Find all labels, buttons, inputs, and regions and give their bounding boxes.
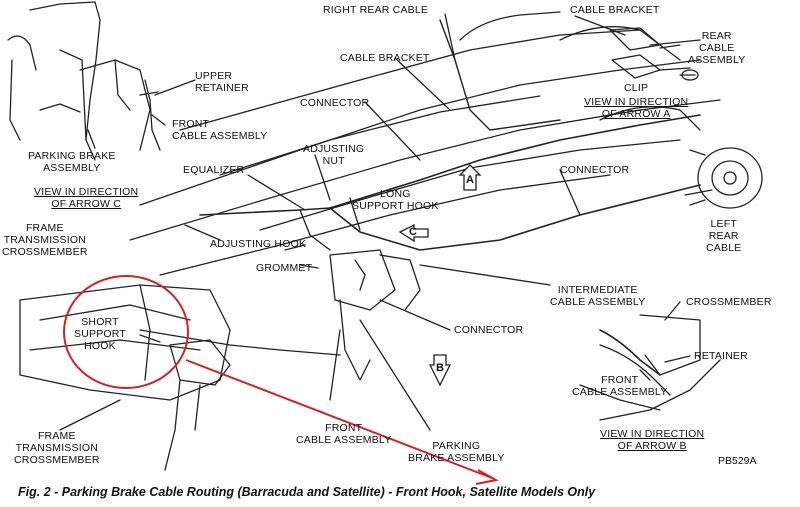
label-connector-top: CONNECTOR bbox=[300, 97, 370, 109]
label-adjusting-nut: ADJUSTING NUT bbox=[303, 143, 365, 167]
figure-code: PB529A bbox=[718, 455, 757, 467]
label-crossmember: CROSSMEMBER bbox=[686, 296, 772, 308]
label-grommet: GROMMET bbox=[256, 262, 313, 274]
label-front-cable-assembly-right: FRONT CABLE ASSEMBLY bbox=[572, 374, 668, 398]
label-intermediate-cable-assembly: INTERMEDIATE CABLE ASSEMBLY bbox=[550, 284, 646, 308]
label-view-arrow-c: VIEW IN DIRECTION OF ARROW C bbox=[34, 186, 139, 210]
arrow-tag-c: C bbox=[409, 226, 417, 238]
label-adjusting-hook: ADJUSTING HOOK bbox=[210, 238, 307, 250]
label-view-arrow-b: VIEW IN DIRECTION OF ARROW B bbox=[600, 428, 705, 452]
label-view-arrow-a: VIEW IN DIRECTION OF ARROW A bbox=[584, 96, 689, 120]
arrow-tag-b: B bbox=[436, 362, 444, 374]
figure-caption: Fig. 2 - Parking Brake Cable Routing (Ba… bbox=[18, 485, 596, 499]
label-front-cable-assembly-bottom: FRONT CABLE ASSEMBLY bbox=[296, 422, 392, 446]
label-equalizer: EQUALIZER bbox=[183, 164, 245, 176]
label-long-support-hook: LONG SUPPORT HOOK bbox=[352, 188, 439, 212]
label-clip: CLIP bbox=[624, 82, 649, 94]
label-cable-bracket-top: CABLE BRACKET bbox=[570, 4, 660, 16]
label-parking-brake-assembly-top: PARKING BRAKE ASSEMBLY bbox=[28, 150, 116, 174]
label-connector-bottom: CONNECTOR bbox=[454, 324, 524, 336]
arrow-tag-a: A bbox=[466, 174, 474, 186]
label-retainer: RETAINER bbox=[694, 350, 748, 362]
label-connector-right: CONNECTOR bbox=[560, 164, 630, 176]
label-parking-brake-assembly-bottom: PARKING BRAKE ASSEMBLY bbox=[408, 440, 505, 464]
label-rear-cable-assembly: REAR CABLE ASSEMBLY bbox=[688, 30, 746, 66]
label-frame-transmission-crossmember-bottom: FRAME TRANSMISSION CROSSMEMBER bbox=[14, 430, 100, 466]
label-left-rear-cable: LEFT REAR CABLE bbox=[706, 218, 742, 254]
label-right-rear-cable: RIGHT REAR CABLE bbox=[323, 4, 429, 16]
label-short-support-hook: SHORT SUPPORT HOOK bbox=[74, 316, 126, 352]
label-frame-transmission-crossmember-top: FRAME TRANSMISSION CROSSMEMBER bbox=[2, 222, 88, 258]
label-front-cable-assembly-top: FRONT CABLE ASSEMBLY bbox=[172, 118, 268, 142]
label-cable-bracket-mid: CABLE BRACKET bbox=[340, 52, 430, 64]
label-upper-retainer: UPPER RETAINER bbox=[195, 70, 249, 94]
